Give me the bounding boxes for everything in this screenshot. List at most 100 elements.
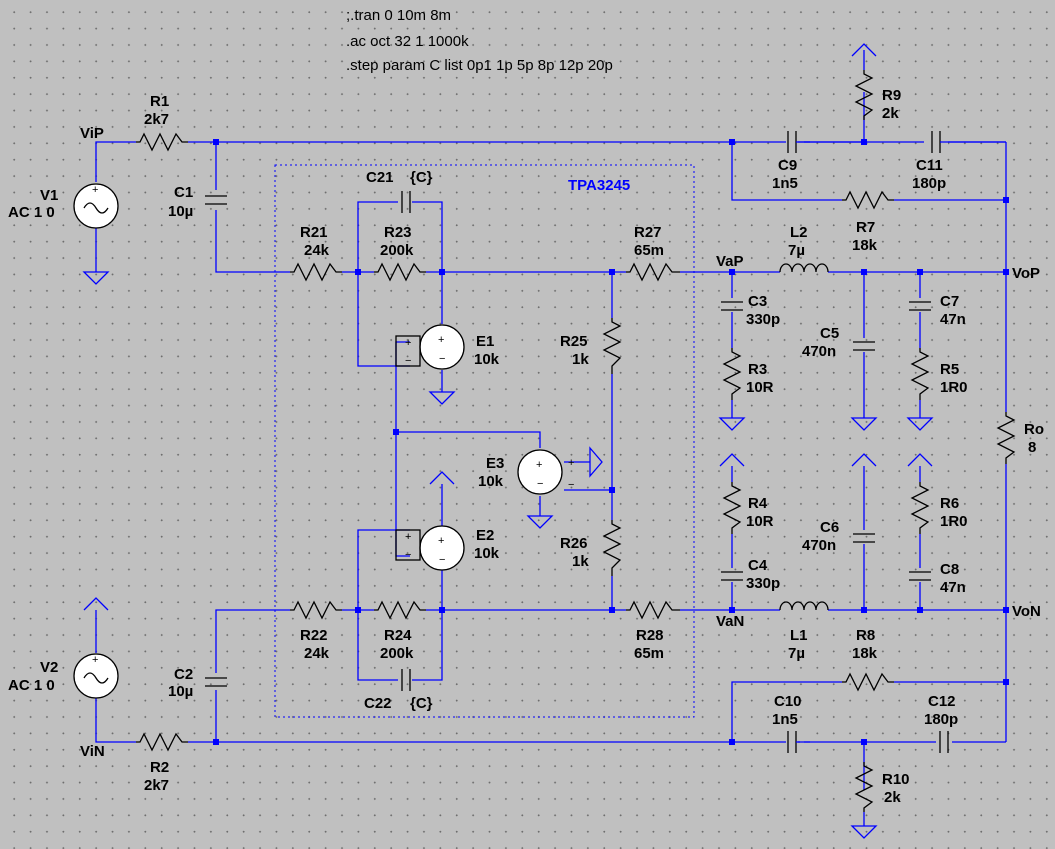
R8-value: 18k: [852, 645, 878, 662]
R21-value: 24k: [304, 242, 330, 259]
C3-value: 330p: [746, 311, 780, 328]
R6-name: R6: [940, 495, 959, 512]
C2-name: C2: [174, 666, 193, 683]
R5-value: 1R0: [940, 379, 968, 396]
C5-symbol: [853, 341, 875, 351]
R10-value: 2k: [884, 789, 901, 806]
R10-symbol: [854, 762, 874, 812]
net-label-von: VoN: [1012, 603, 1041, 620]
C5-name: C5: [820, 325, 839, 342]
Ro-symbol: [996, 412, 1016, 464]
R6-symbol: [910, 482, 930, 534]
R23-name: R23: [384, 224, 412, 241]
R27-value: 65m: [634, 242, 664, 259]
R8-name: R8: [856, 627, 875, 644]
svg-text:−: −: [439, 353, 445, 365]
C10-name: C10: [774, 693, 802, 710]
net-label-vin: ViN: [80, 743, 105, 760]
R10-name: R10: [882, 771, 910, 788]
R27-symbol: [626, 262, 680, 282]
R24-value: 200k: [380, 645, 414, 662]
E3-value: 10k: [478, 473, 504, 490]
R1-name: R1: [150, 93, 169, 110]
R8-symbol: [842, 672, 894, 692]
C8-value: 47n: [940, 579, 966, 596]
C7-value: 47n: [940, 311, 966, 328]
V2-name: V2: [40, 659, 58, 676]
C21-name: C21: [366, 169, 394, 186]
component-labels: V1 AC 1 0 V2 AC 1 0 R1 2k7 R2 2k7 C1 10µ…: [8, 87, 1044, 806]
R4-value: 10R: [746, 513, 774, 530]
R3-name: R3: [748, 361, 767, 378]
C2-value: 10µ: [168, 683, 193, 700]
inductors: [779, 263, 829, 611]
R7-name: R7: [856, 219, 875, 236]
C1-symbol: [205, 195, 227, 205]
svg-text:+: +: [438, 334, 444, 346]
Ro-value: 8: [1028, 439, 1036, 456]
C6-name: C6: [820, 519, 839, 536]
V2-symbol: +: [73, 653, 119, 699]
R2-value: 2k7: [144, 777, 169, 794]
C21-symbol: [401, 191, 411, 213]
C6-value: 470n: [802, 537, 836, 554]
R3-value: 10R: [746, 379, 774, 396]
L2-symbol: [779, 263, 829, 273]
R25-value: 1k: [572, 351, 589, 368]
R1-symbol: [136, 132, 188, 152]
controlled-sources: + − + − + − + − + − + −: [395, 324, 574, 571]
R2-name: R2: [150, 759, 169, 776]
E3-symbol: + − + −: [517, 449, 574, 495]
C12-name: C12: [928, 693, 956, 710]
svg-text:−: −: [405, 549, 411, 561]
C21-value: {C}: [410, 169, 433, 186]
R9-symbol: [854, 70, 874, 120]
svg-text:+: +: [568, 457, 574, 469]
C22-name: C22: [364, 695, 392, 712]
E1-value: 10k: [474, 351, 500, 368]
wires: [95, 92, 1007, 790]
R5-name: R5: [940, 361, 959, 378]
E2-name: E2: [476, 527, 494, 544]
C12-symbol: [939, 731, 949, 753]
R5-symbol: [910, 348, 930, 400]
R26-name: R26: [560, 535, 588, 552]
C9-value: 1n5: [772, 175, 798, 192]
directive-ac: .ac oct 32 1 1000k: [346, 33, 469, 50]
E1-name: E1: [476, 333, 494, 350]
R6-value: 1R0: [940, 513, 968, 530]
E3-name: E3: [486, 455, 504, 472]
V1-value: AC 1 0: [8, 204, 55, 221]
R26-value: 1k: [572, 553, 589, 570]
C4-value: 330p: [746, 575, 780, 592]
C1-value: 10µ: [168, 203, 193, 220]
directive-tran: ;.tran 0 10m 8m: [346, 7, 451, 24]
R7-symbol: [842, 190, 894, 210]
svg-text:−: −: [405, 355, 411, 367]
C9-name: C9: [778, 157, 797, 174]
tpa3245-block: [274, 164, 695, 718]
R9-name: R9: [882, 87, 901, 104]
svg-text:−: −: [537, 478, 543, 490]
L2-name: L2: [790, 224, 808, 241]
L2-value: 7µ: [788, 242, 805, 259]
R28-value: 65m: [634, 645, 664, 662]
R25-symbol: [602, 318, 622, 374]
R9-value: 2k: [882, 105, 899, 122]
R23-symbol: [374, 262, 426, 282]
R25-name: R25: [560, 333, 588, 350]
R28-symbol: [626, 600, 680, 620]
C12-value: 180p: [924, 711, 958, 728]
E2-value: 10k: [474, 545, 500, 562]
C2-symbol: [205, 677, 227, 687]
R24-symbol: [374, 600, 426, 620]
C4-symbol: [721, 571, 743, 581]
R3-symbol: [722, 348, 742, 400]
R26-symbol: [602, 520, 622, 576]
voltage-sources: + +: [73, 183, 119, 699]
resistors: [136, 50, 1016, 826]
R28-name: R28: [636, 627, 664, 644]
svg-text:+: +: [92, 184, 98, 196]
C10-value: 1n5: [772, 711, 798, 728]
